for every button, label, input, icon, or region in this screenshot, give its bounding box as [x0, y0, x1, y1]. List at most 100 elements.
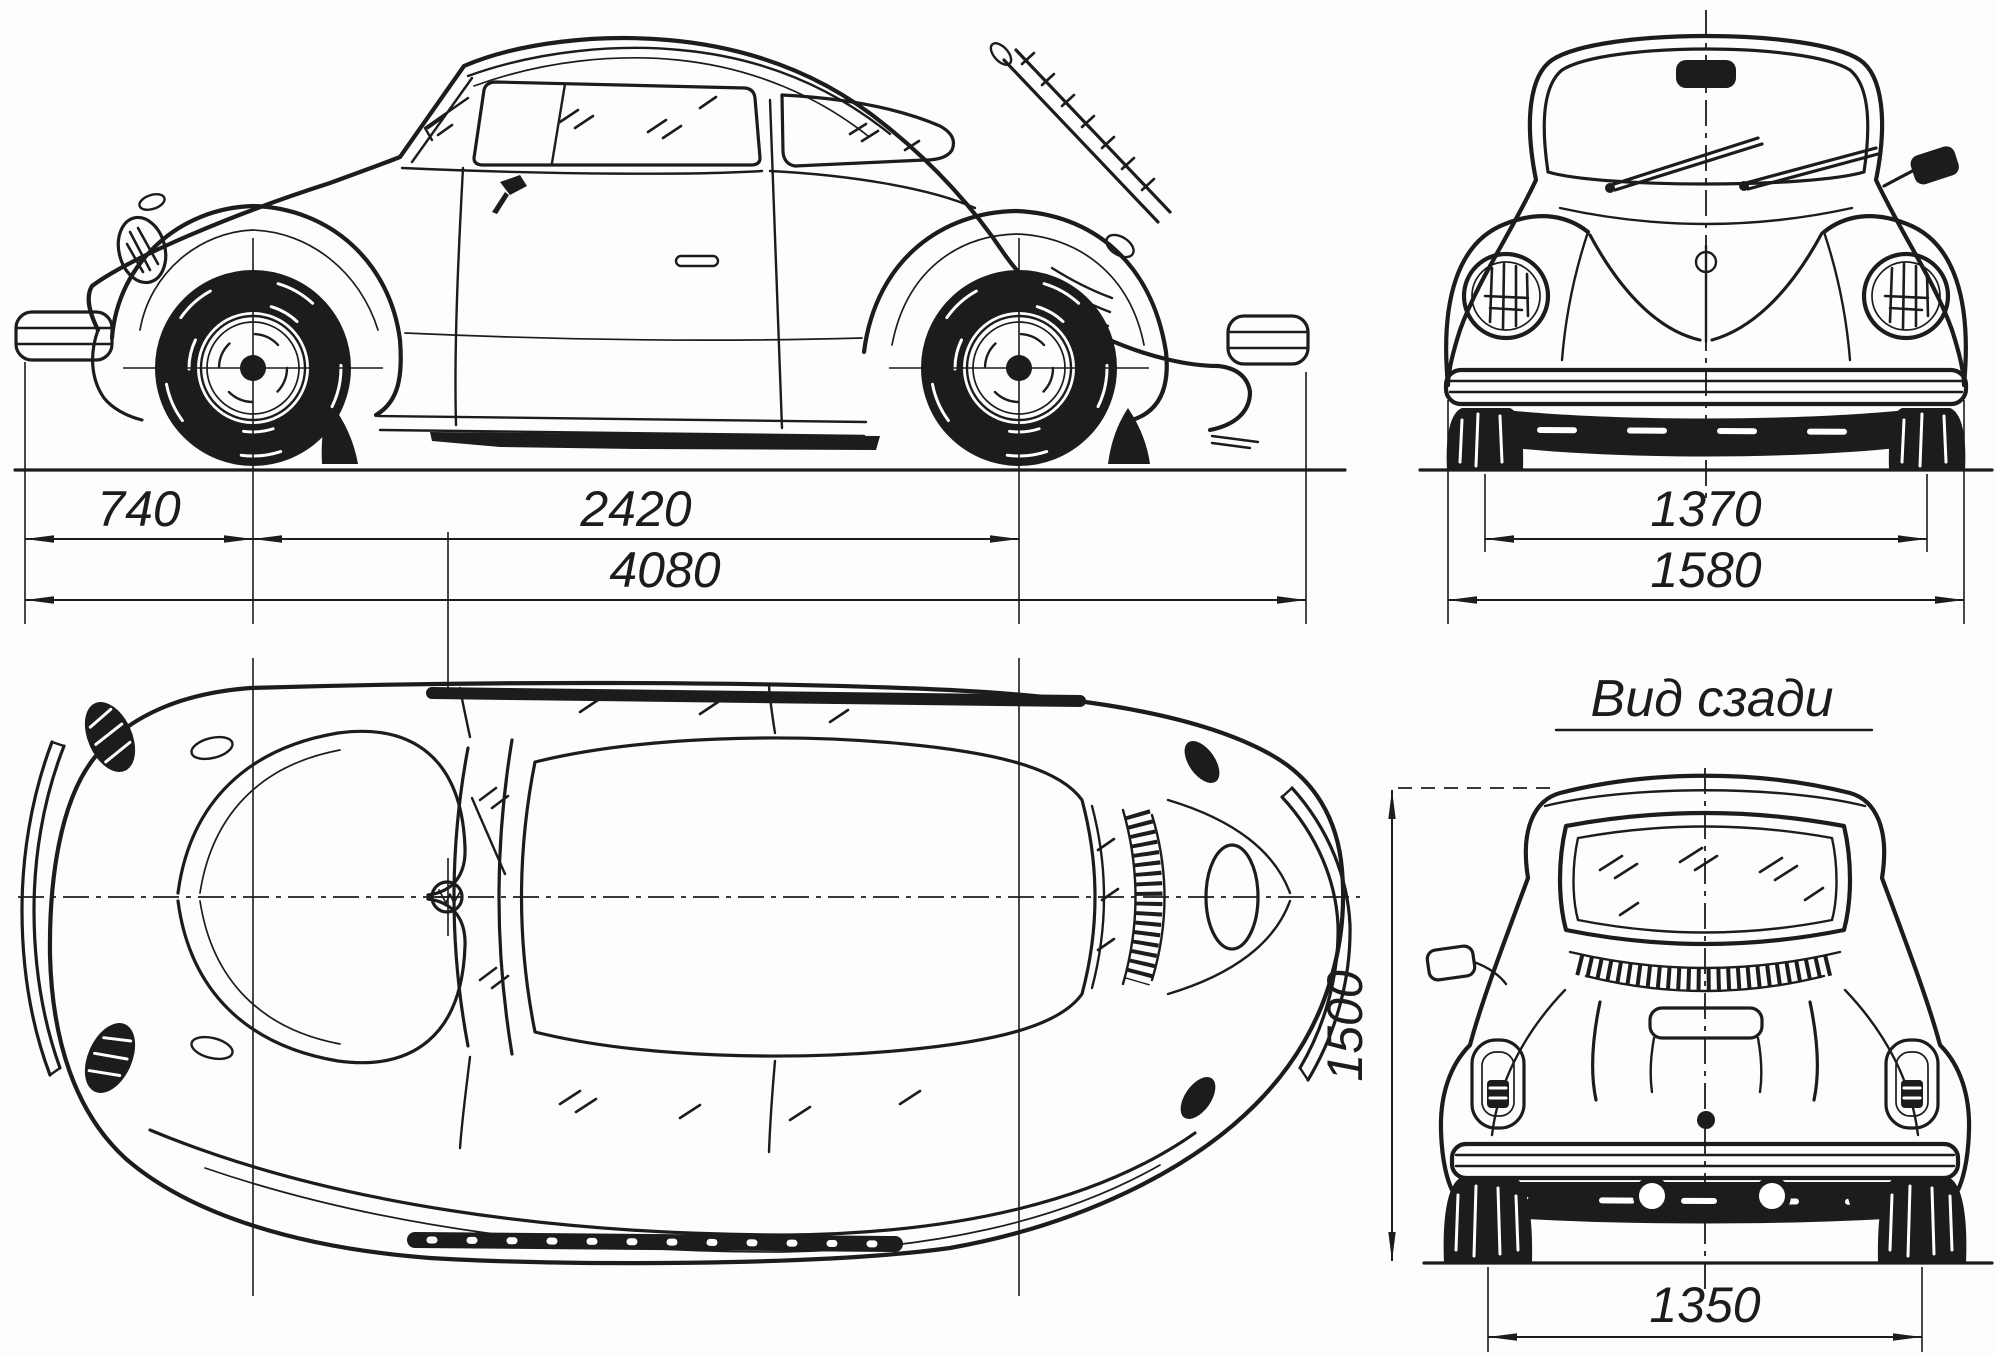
side-vent-window-divider [550, 82, 567, 165]
rear-wheel-highlights [1454, 1184, 1954, 1258]
side-wiper [423, 96, 470, 142]
rear-window [1557, 810, 1853, 947]
side-body-trim [404, 332, 863, 341]
side-exhaust-pipe [1210, 434, 1260, 450]
side-turn-signal-icon [138, 193, 166, 211]
rear-louvre-band [1568, 950, 1842, 993]
plan-windshield-band [452, 738, 514, 1056]
plan-trunk-lid [176, 729, 467, 1065]
front-left-wheel [1446, 408, 1524, 470]
top-view [18, 532, 1360, 1296]
rear-view-dimensions: 1500 1350 [1317, 787, 1923, 1352]
dim-front-track: 1370 [1650, 481, 1761, 537]
side-quarter-window [780, 93, 956, 168]
rear-engine-lid-sides [1590, 1000, 1820, 1102]
rear-view-title: Вид сзади [1591, 670, 1834, 728]
front-view-dimensions: 1370 1580 [1447, 400, 1965, 624]
side-beltline [400, 166, 977, 210]
side-rear-bumper [1226, 314, 1310, 366]
side-view: 740 2420 4080 [13, 35, 1347, 624]
side-rocker-shadow [430, 432, 880, 450]
side-front-fender [109, 203, 403, 418]
front-wheel-highlights [1458, 412, 1948, 468]
rear-bumper-bracket-right [1846, 1186, 1886, 1220]
side-door-front-edge [454, 166, 465, 427]
front-right-headlight-icon [1861, 251, 1951, 341]
rear-right-taillight-icon [1884, 1038, 1940, 1130]
side-driprail-2 [473, 57, 869, 137]
rear-exhaust-pipes [1633, 1177, 1791, 1215]
dim-overall-height: 1500 [1317, 970, 1373, 1081]
front-mirror-stalk [1882, 166, 1920, 188]
side-glass-hatching [426, 95, 921, 152]
side-running-board [376, 414, 868, 438]
plan-door-seams [458, 684, 777, 1154]
side-front-apron [91, 328, 144, 422]
rear-body-outline [1438, 773, 1972, 1205]
side-rear-fender [861, 208, 1169, 423]
dim-overall-width: 1580 [1650, 542, 1761, 598]
front-valance-slits [1537, 427, 1883, 435]
rear-right-wheel [1877, 1178, 1967, 1263]
side-door-handle [674, 254, 720, 268]
front-bumper [1443, 367, 1969, 407]
side-front-bumper [14, 310, 114, 362]
rear-license-bracket [1648, 1006, 1764, 1094]
rear-mirror-stalk [1472, 960, 1508, 986]
front-wipers [1606, 136, 1880, 192]
front-interior-mirror-icon [1676, 60, 1736, 88]
front-fender-valleys [1560, 230, 1852, 362]
front-wiper-pivot [1605, 183, 1615, 193]
front-windshield [1542, 47, 1870, 186]
dim-rear-track: 1350 [1649, 1277, 1760, 1333]
front-hood-seams [1588, 231, 1824, 342]
plan-rear-window-arc [1090, 804, 1106, 990]
rear-left-wheel [1443, 1178, 1533, 1263]
rear-top-surface-line [1543, 789, 1867, 808]
plan-rocker-highlights [426, 1236, 894, 1248]
plan-louvre-band [1121, 808, 1166, 986]
side-taillight-icon [1105, 233, 1135, 259]
side-mirror-icon [492, 175, 527, 214]
plan-horn-grille-top [190, 735, 234, 761]
rear-bumper-bracket-left [1524, 1186, 1564, 1220]
rear-view: Вид сзади [1317, 670, 1994, 1352]
side-windshield-glassline [410, 76, 474, 164]
rear-left-taillight-icon [1470, 1038, 1526, 1130]
dim-front-overhang: 740 [97, 481, 181, 537]
plan-lid-seams [1166, 798, 1292, 996]
side-headlight-icon [116, 215, 168, 285]
rear-plate-light-knob [1697, 1111, 1715, 1129]
plan-wiper [470, 796, 507, 876]
front-door-mirror-icon [1910, 146, 1959, 185]
front-cowl-line [1558, 206, 1854, 226]
plan-roof-outline [519, 736, 1097, 1058]
plan-headlight-icons [84, 702, 136, 1093]
plan-top-driprail-band [426, 687, 1086, 707]
side-door-window [472, 80, 762, 167]
rear-door-mirror-icon [1425, 944, 1477, 982]
side-rear-fender-seam [891, 233, 1145, 346]
front-view: 1370 1580 [1418, 10, 1994, 624]
front-body-outline [1445, 33, 1967, 388]
front-left-headlight-icon [1461, 251, 1551, 341]
plan-skirt-sweep [148, 1128, 1197, 1237]
side-body-outline [86, 35, 1253, 433]
side-rear-mudflap [1108, 408, 1150, 464]
plan-front-bumper [20, 740, 66, 1077]
dim-wheelbase: 2420 [579, 481, 691, 537]
plan-glass-hatching [478, 698, 1120, 1122]
side-folded-top [989, 42, 1172, 224]
front-fenders [1444, 214, 1968, 388]
side-door-rear-edge [768, 98, 784, 430]
rear-fender-seams [1490, 988, 1920, 1137]
plan-taillight-top [1184, 740, 1220, 784]
plan-horn-grille-bottom [190, 1035, 234, 1061]
plan-skirt-sweep-2 [204, 1164, 1161, 1253]
plan-license-pod [1204, 843, 1260, 951]
front-right-wheel [1888, 408, 1966, 470]
rear-valance-slits [1517, 1197, 1903, 1205]
front-valance-shadow [1488, 408, 1924, 457]
